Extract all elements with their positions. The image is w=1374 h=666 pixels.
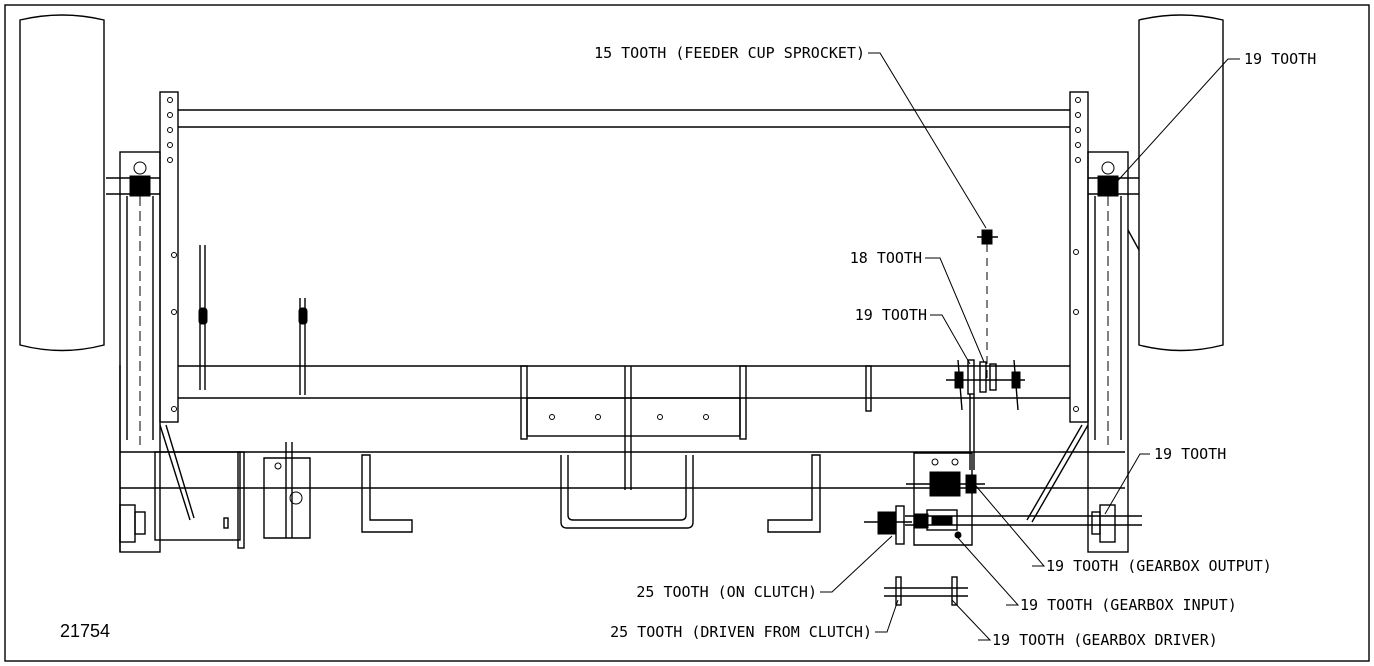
label-feeder-cup-sprocket: 15 TOOTH (FEEDER CUP SPROCKET): [594, 44, 865, 62]
gearbox-driver-shaft: [884, 576, 968, 606]
feeder-cup-sprocket: [977, 229, 998, 378]
clutch-assembly: [864, 505, 929, 545]
right-tire: [1138, 14, 1224, 352]
right-hub-assembly: [1026, 151, 1140, 553]
marker-rods: [198, 245, 308, 395]
left-lower-brackets: [154, 442, 413, 549]
left-tire: [19, 14, 105, 352]
leader-lines: [820, 52, 1240, 641]
label-on-clutch: 25 TOOTH (ON CLUTCH): [636, 583, 817, 601]
label-gearbox-output: 19 TOOTH (GEARBOX OUTPUT): [1046, 557, 1272, 575]
label-right-top-19-tooth: 19 TOOTH: [1244, 50, 1316, 68]
gearbox: [906, 452, 985, 546]
right-frame-plate: [1069, 91, 1089, 423]
middle-frame-bar: [178, 365, 1070, 399]
label-gearbox-input: 19 TOOTH (GEARBOX INPUT): [1020, 596, 1237, 614]
drawing-border: [4, 4, 1370, 662]
center-mounting-bracket: [520, 365, 872, 533]
middle-bar-sprockets: [946, 359, 1025, 470]
label-mid-19-tooth: 19 TOOTH: [855, 306, 927, 324]
label-right-lower-19-tooth: 19 TOOTH: [1154, 445, 1226, 463]
label-driven-from-clutch: 25 TOOTH (DRIVEN FROM CLUTCH): [610, 623, 872, 641]
label-18-tooth: 18 TOOTH: [850, 249, 922, 267]
label-gearbox-driver: 19 TOOTH (GEARBOX DRIVER): [992, 631, 1218, 649]
left-frame-plate: [159, 91, 179, 423]
top-frame-bar: [178, 109, 1070, 128]
left-hub-assembly: [106, 151, 195, 553]
figure-number: 21754: [60, 621, 110, 641]
